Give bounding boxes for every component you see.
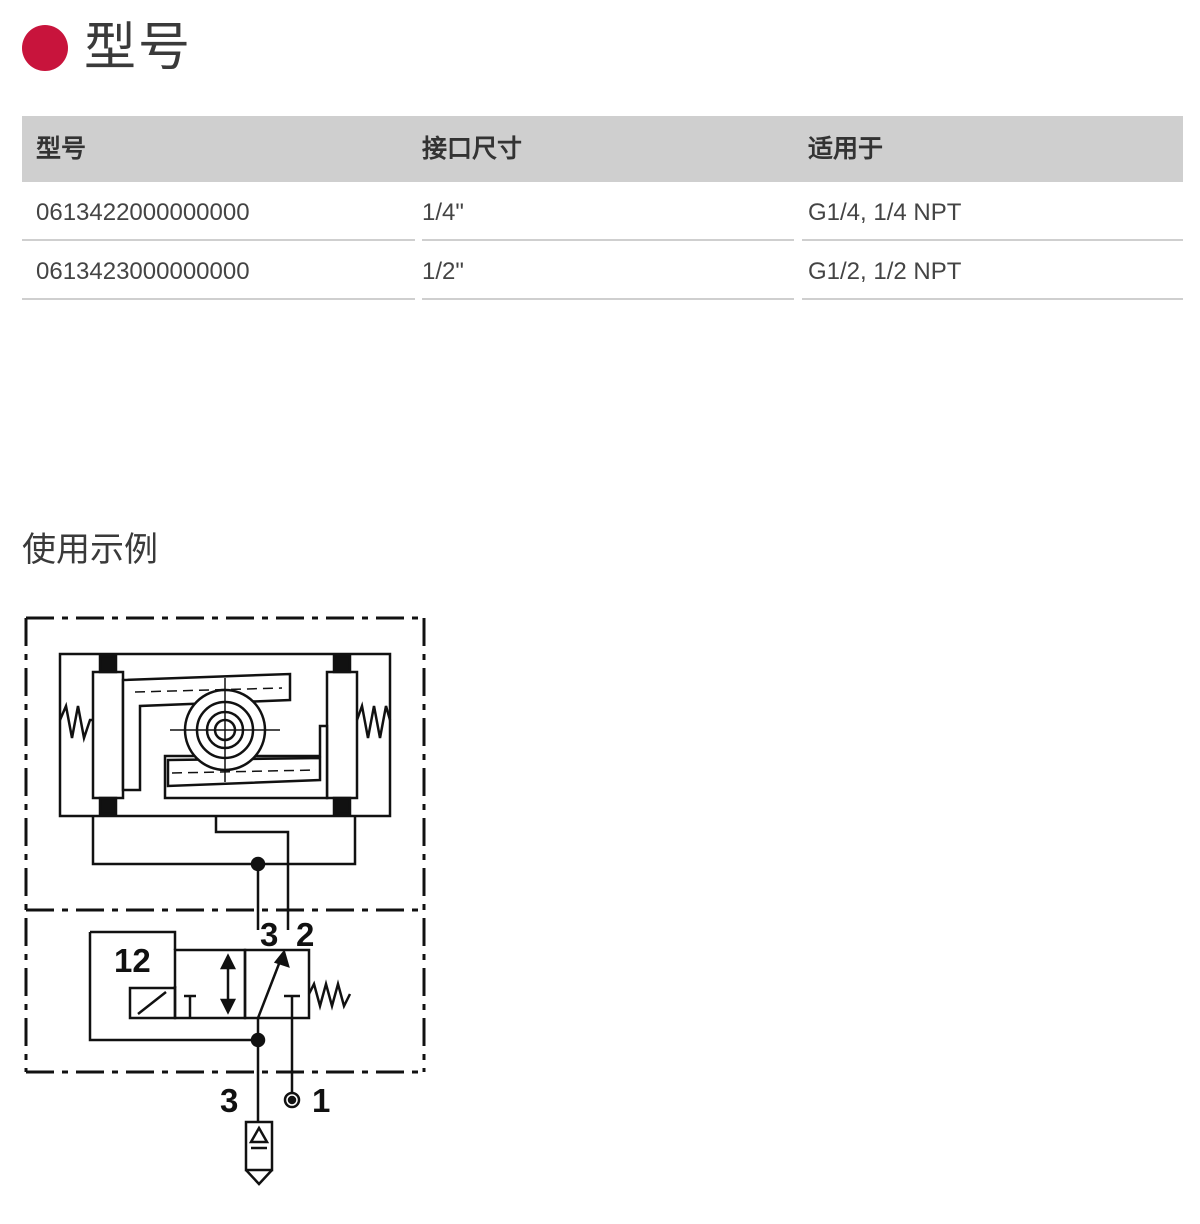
solenoid xyxy=(128,986,177,1020)
example-label: 使用示例 xyxy=(22,530,158,570)
cell-port-size: 1/4" xyxy=(422,182,794,241)
port-3-label: 3 xyxy=(260,916,278,953)
table-row: 0613422000000000 1/4" G1/4, 1/4 NPT xyxy=(22,182,1183,241)
header-port-size: 接口尺寸 xyxy=(422,134,523,163)
cell-model: 0613423000000000 xyxy=(22,241,415,300)
actuator-body xyxy=(58,652,392,818)
cell-applicable: G1/4, 1/4 NPT xyxy=(802,182,1183,241)
exhaust-3-label: 3 xyxy=(220,1082,238,1119)
cell-applicable: G1/2, 1/2 NPT xyxy=(802,241,1183,300)
port-2-label: 2 xyxy=(296,916,314,953)
cell-model: 0613422000000000 xyxy=(22,182,415,241)
right-piston xyxy=(325,670,359,800)
table-row: 0613423000000000 1/2" G1/2, 1/2 NPT xyxy=(22,241,1183,300)
section-title: 型号 xyxy=(84,18,193,78)
left-piston xyxy=(91,670,125,800)
header-model: 型号 xyxy=(36,134,87,163)
header-applicable: 适用于 xyxy=(808,134,884,163)
silencer xyxy=(244,1120,274,1172)
model-table: 型号 接口尺寸 适用于 0613422000000000 1/4" G1/4, … xyxy=(22,116,1183,300)
pilot-line xyxy=(88,930,258,1042)
supply-1-label: 1 xyxy=(312,1082,330,1119)
valve-right-box xyxy=(243,948,311,1020)
right-spring xyxy=(355,701,392,739)
table-header: 型号 接口尺寸 适用于 xyxy=(22,116,1183,182)
air-line xyxy=(91,816,357,866)
cell-port-size: 1/2" xyxy=(422,241,794,300)
valve-spring xyxy=(307,979,352,1011)
valve-left-box xyxy=(173,948,247,1020)
air-line xyxy=(214,816,290,930)
boundary-frame xyxy=(24,616,426,1074)
section-bullet-icon xyxy=(22,25,68,71)
pneumatic-schematic: 3 2 12 3 1 xyxy=(24,616,426,1186)
section-header: 型号 xyxy=(22,18,192,78)
upper-rack xyxy=(121,672,292,792)
port-12-label: 12 xyxy=(114,942,151,979)
left-spring xyxy=(58,701,93,743)
